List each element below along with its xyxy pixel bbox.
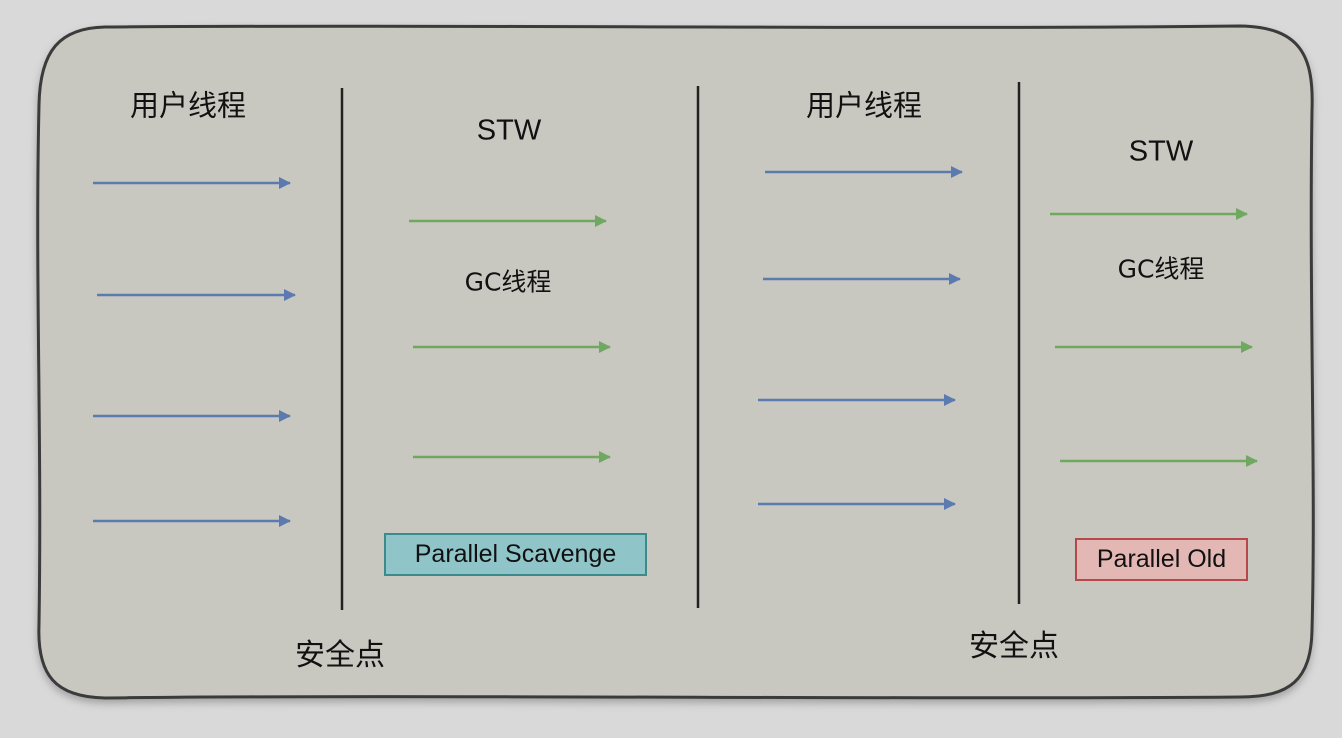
stw-label: STW bbox=[1128, 135, 1194, 168]
safe-point-label: 安全点 bbox=[295, 638, 385, 673]
gc-threads-label: GC线程 bbox=[1117, 254, 1205, 284]
collector-box-parallel-old: Parallel Old bbox=[1075, 538, 1248, 581]
user-threads-label: 用户线程 bbox=[805, 88, 923, 123]
stw-label: STW bbox=[476, 114, 542, 147]
collector-box-parallel-scavenge: Parallel Scavenge bbox=[384, 533, 647, 576]
safe-point-label: 安全点 bbox=[969, 629, 1059, 664]
gc-threads-label: GC线程 bbox=[464, 267, 552, 297]
panel-background bbox=[36, 24, 1315, 700]
user-threads-label: 用户线程 bbox=[129, 88, 247, 123]
